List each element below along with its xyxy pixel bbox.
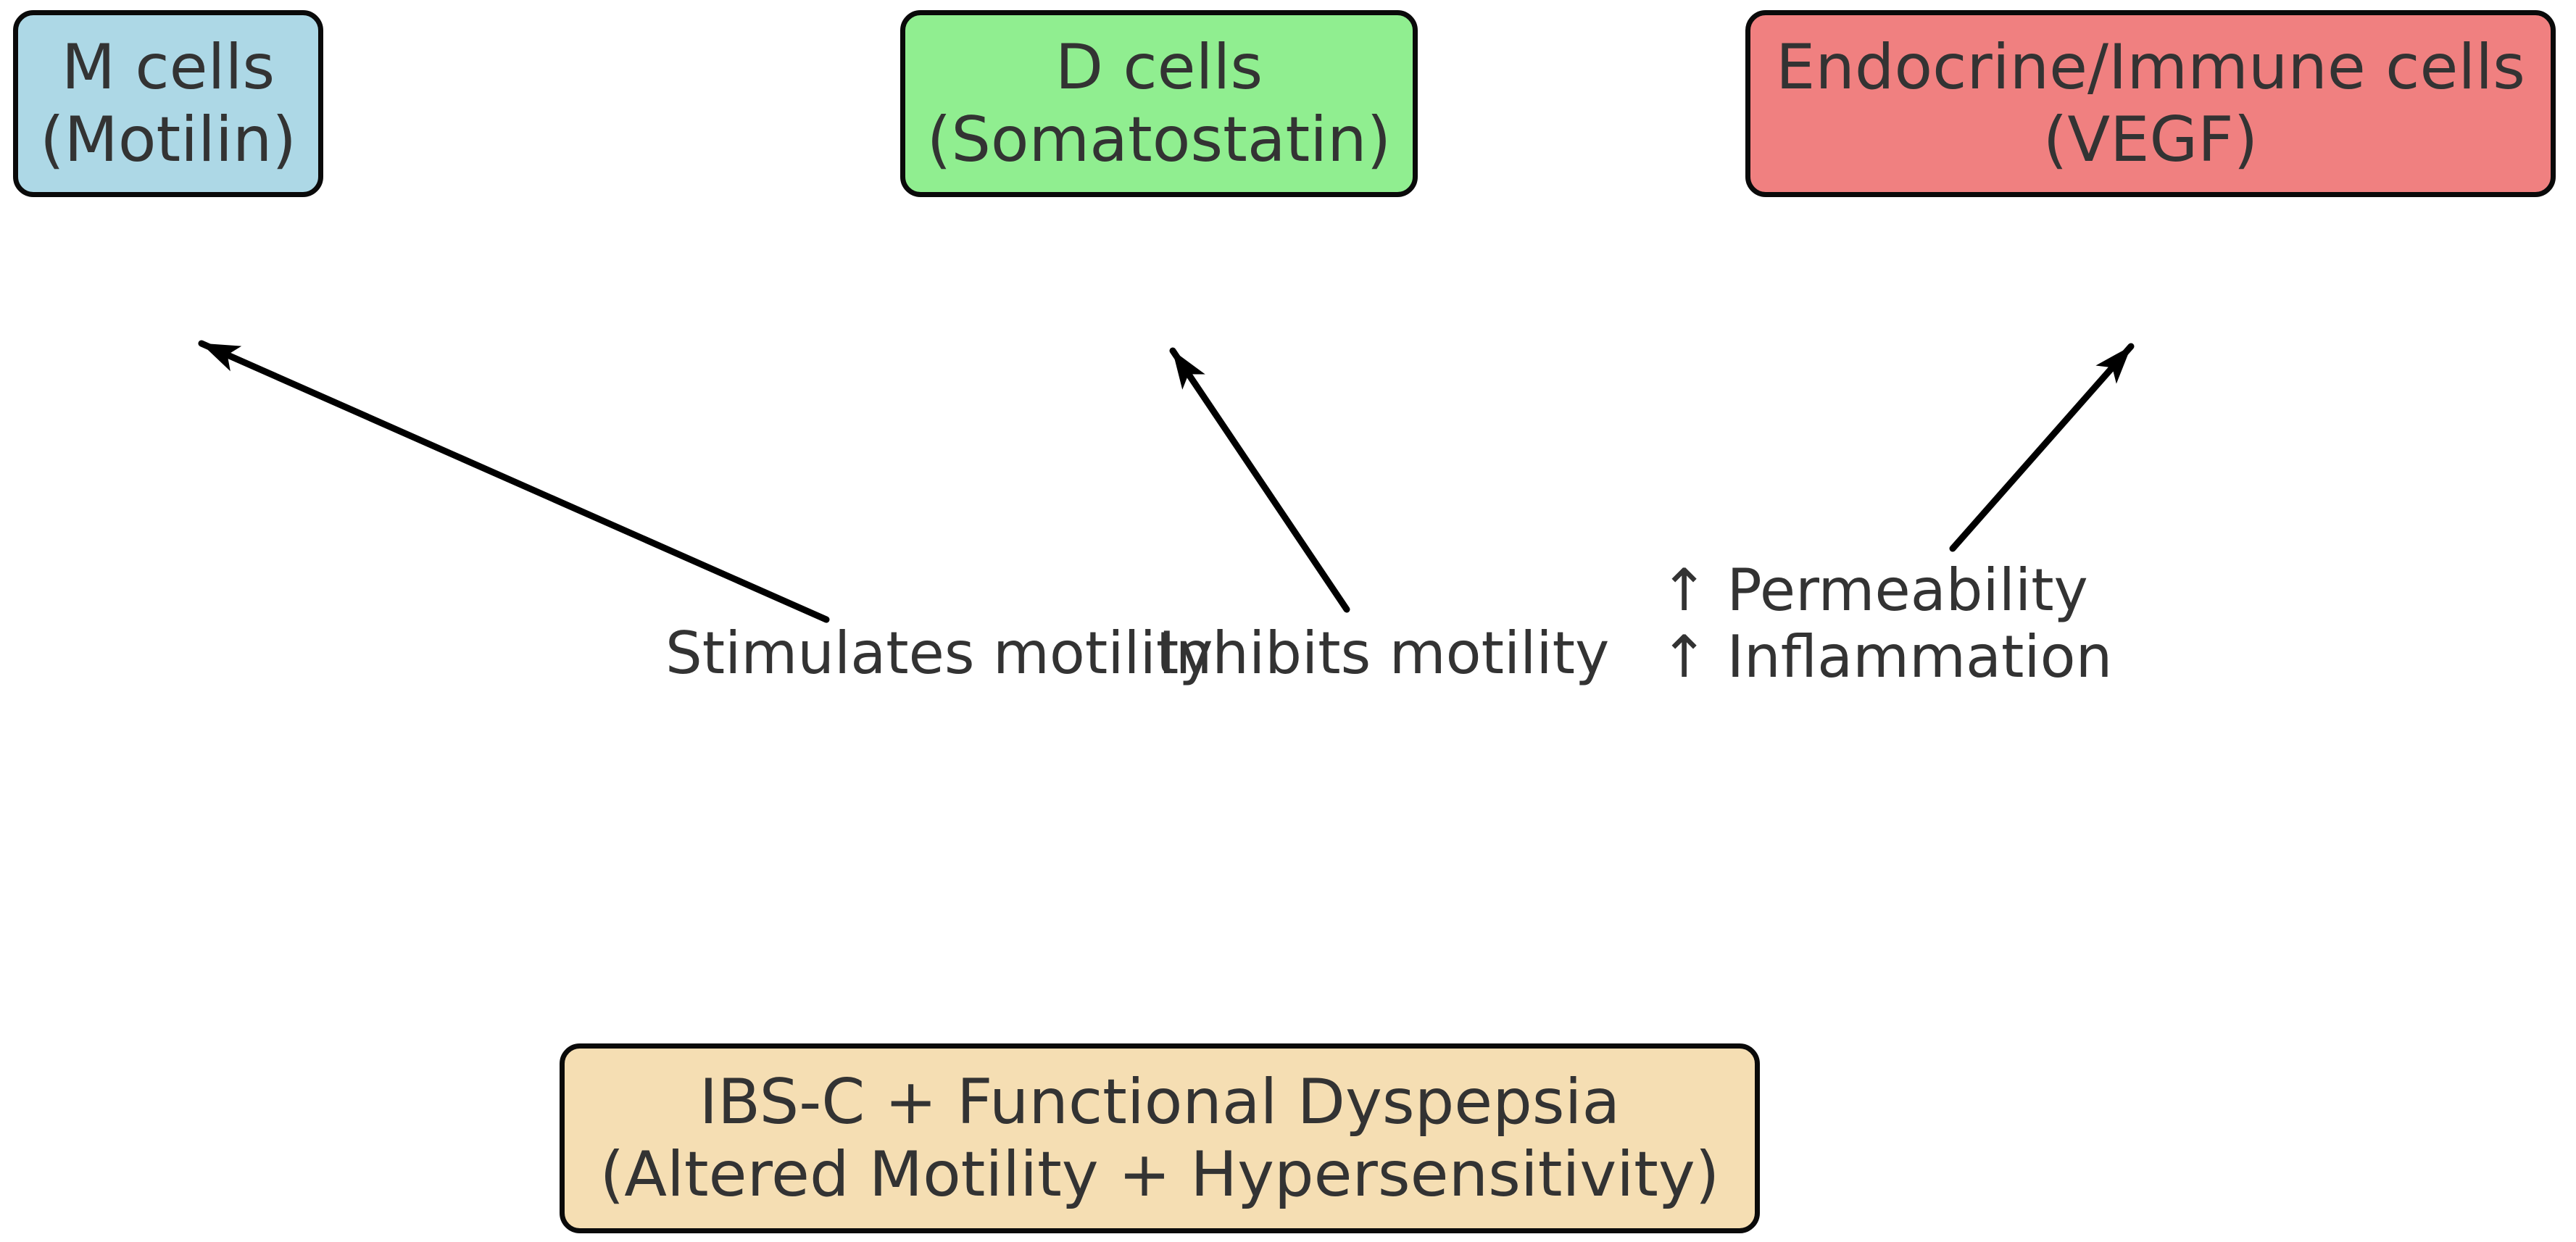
node-ibs-title: IBS-C + Functional Dyspepsia xyxy=(699,1066,1621,1138)
edge-label-permeability-inflammation: ↑ Permeability ↑ Inflammation xyxy=(1660,557,2112,691)
node-d-cells: D cells (Somatostatin) xyxy=(900,10,1418,197)
node-d-cells-subtitle: (Somatostatin) xyxy=(926,104,1392,176)
edge-label-permeability-line: ↑ Permeability xyxy=(1660,557,2088,624)
node-endocrine-subtitle: (VEGF) xyxy=(2043,104,2259,176)
node-m-cells-title: M cells xyxy=(61,31,275,104)
edge-label-inflammation-line: ↑ Inflammation xyxy=(1660,623,2113,691)
arrow-to-d-cells xyxy=(1169,347,1350,613)
node-m-cells: M cells (Motilin) xyxy=(13,10,323,197)
edge-label-inhibits-motility: Inhibits motility xyxy=(1158,620,1610,687)
arrow-to-endocrine xyxy=(1949,343,2135,552)
node-m-cells-subtitle: (Motilin) xyxy=(40,104,296,176)
node-ibs-subtitle: (Altered Motility + Hypersensitivity) xyxy=(599,1138,1720,1211)
node-endocrine-title: Endocrine/Immune cells xyxy=(1776,31,2525,104)
node-endocrine-immune-cells: Endocrine/Immune cells (VEGF) xyxy=(1745,10,2556,197)
node-d-cells-title: D cells xyxy=(1055,31,1263,104)
edge-label-stimulates-motility: Stimulates motility xyxy=(665,620,1213,687)
arrow-to-m-cells xyxy=(198,340,830,623)
node-ibs-functional-dyspepsia: IBS-C + Functional Dyspepsia (Altered Mo… xyxy=(560,1043,1760,1233)
